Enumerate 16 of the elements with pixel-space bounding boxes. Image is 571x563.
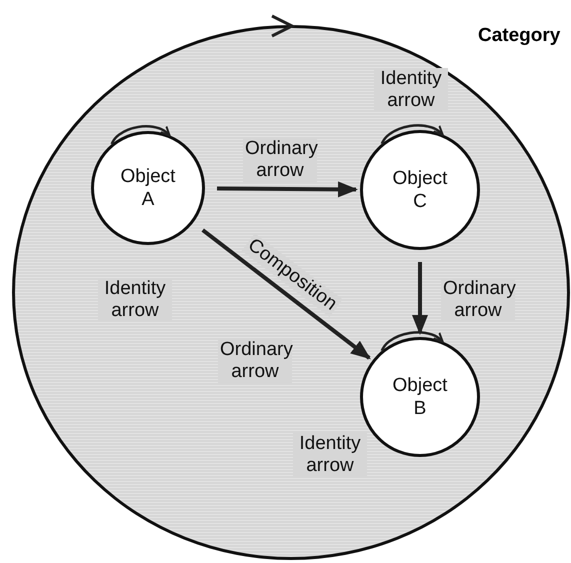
object-label: Object C <box>392 167 448 213</box>
arrow-label: Identity arrow <box>98 278 172 322</box>
identity-arrow <box>110 125 171 145</box>
identity-arrow <box>380 331 444 352</box>
edge-label: Ordinary arrow <box>243 138 317 182</box>
edge-label: Ordinary arrow <box>441 278 515 322</box>
arrow <box>216 181 358 198</box>
arrow-label: Ordinary arrow <box>218 339 292 383</box>
arrow <box>202 228 371 360</box>
identity-arrow <box>380 124 444 144</box>
arrow-label: Identity arrow <box>293 433 367 477</box>
arrow-label: Identity arrow <box>374 68 448 112</box>
arrow <box>412 262 428 335</box>
category-heading: Category <box>478 25 560 47</box>
object-label: Object B <box>392 374 448 420</box>
object-label: Object A <box>120 165 176 211</box>
